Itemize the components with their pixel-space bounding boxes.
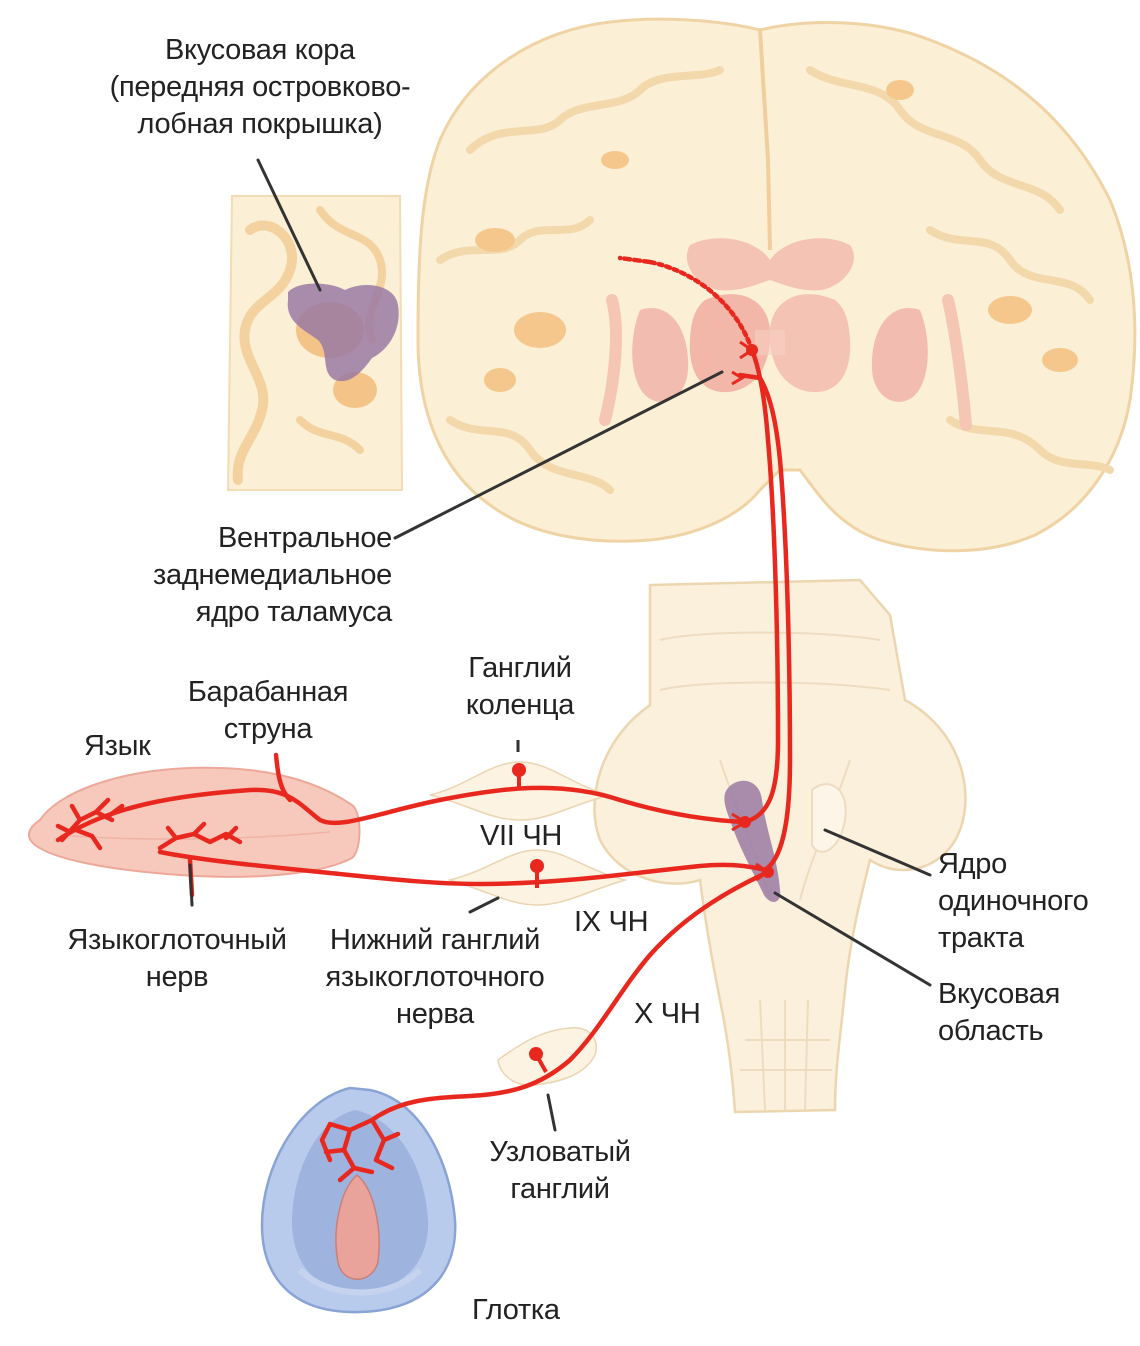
geniculate-ganglion — [430, 740, 610, 820]
label-inferior-ganglion: Нижний ганглий языкоглоточного нерва — [300, 922, 570, 1033]
chorda-line2: струна — [168, 711, 368, 748]
label-geniculate-ganglion: Ганглий коленца — [430, 650, 610, 724]
inferior-ganglion-line1: Нижний ганглий — [300, 922, 570, 959]
label-chorda-tympani: Барабанная струна — [168, 674, 368, 748]
label-glossopharyngeal-nerve: Языкоглоточный нерв — [42, 922, 312, 996]
gustatory-line1: Вкусовая — [938, 976, 1060, 1013]
thalamus-line2: заднемедиальное — [120, 557, 392, 594]
taste-cortex-line2: (передняя островково- — [70, 69, 450, 106]
label-taste-cortex: Вкусовая кора (передняя островково- лобн… — [70, 32, 450, 143]
label-solitary-nucleus: Ядро одиночного тракта — [938, 846, 1088, 957]
geniculate-line2: коленца — [430, 687, 610, 724]
label-cn-vii: VII ЧН — [480, 818, 562, 855]
label-cn-x: X ЧН — [634, 996, 700, 1033]
nodose-line2: ганглий — [470, 1171, 650, 1208]
label-pharynx: Глотка — [472, 1292, 560, 1329]
gustatory-line2: область — [938, 1013, 1060, 1050]
thalamus-line3: ядро таламуса — [120, 594, 392, 631]
label-gustatory-area: Вкусовая область — [938, 976, 1060, 1050]
glossopharyngeal-line1: Языкоглоточный — [42, 922, 312, 959]
inferior-ganglion-line3: нерва — [300, 996, 570, 1033]
label-cn-ix: IX ЧН — [574, 904, 648, 941]
taste-cortex-line3: лобная покрышка) — [70, 106, 450, 143]
nodose-line1: Узловатый — [470, 1134, 650, 1171]
insula-cortex-slice — [228, 196, 402, 490]
solitary-line1: Ядро — [938, 846, 1088, 883]
solitary-line2: одиночного — [938, 883, 1088, 920]
geniculate-line1: Ганглий — [430, 650, 610, 687]
chorda-line1: Барабанная — [168, 674, 368, 711]
solitary-line3: тракта — [938, 920, 1088, 957]
taste-cortex-line1: Вкусовая кора — [70, 32, 450, 69]
inferior-ganglion-line2: языкоглоточного — [300, 959, 570, 996]
glossopharyngeal-line2: нерв — [42, 959, 312, 996]
label-nodose-ganglion: Узловатый ганглий — [470, 1134, 650, 1208]
thalamus-line1: Вентральное — [120, 520, 392, 557]
pharynx — [262, 1088, 455, 1312]
label-thalamus: Вентральное заднемедиальное ядро таламус… — [120, 520, 392, 631]
label-tongue: Язык — [84, 728, 151, 765]
